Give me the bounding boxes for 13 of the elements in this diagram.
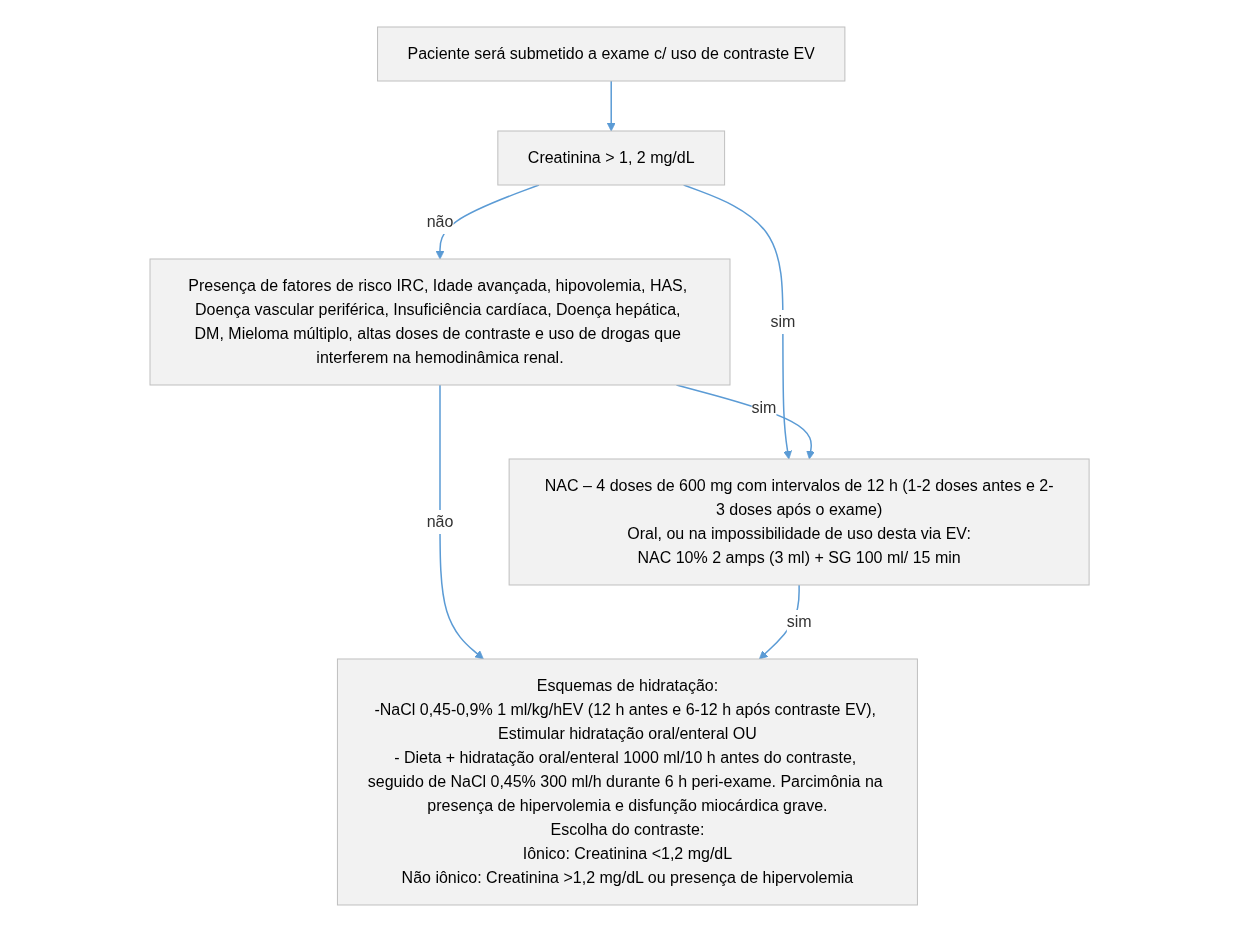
- node-box: Presença de fatores de risco IRC, Idade avançada, hipovolemia, HAS, Doença vascular periférica, Insuficiência cardíaca, Doença hepática, DM, Mieloma múltiplo, altas doses de contraste e uso de drogas que interferem na hemodinâmica renal.: [149, 258, 731, 386]
- arrow: [439, 384, 485, 660]
- edge-label: não: [427, 213, 454, 230]
- edge-label: sim: [752, 399, 777, 417]
- edge-label: sim: [787, 612, 812, 630]
- edge-label: não: [427, 512, 454, 530]
- edge-label: sim: [770, 312, 796, 330]
- node-box: Esquemas de hidratação: -NaCl 0,45-0,9% 1 ml/kg/hEV (12 h antes e 6-12 h após contraste EV), Estimular hidratação oral/enteral OU - Dieta + hidratação oral/enteral 1000 ml/10 h antes do contraste, seguido de NaCl 0,45% 300 ml/h durante 6 h peri-exame. Parcimônia na presença de hipervolemia e disfunção miocárdica grave. Escolha do contraste: Iônico: Creatinina <1,2 mg/dL Não iônico: Creatinina >1,2 mg/dL ou presença de hipervolemia: [337, 658, 919, 906]
- node-box: NAC – 4 doses de 600 mg com intervalos de 12 h (1-2 doses antes e 2-3 doses após o exame) Oral, ou na impossibilidade de uso desta via EV: NAC 10% 2 amps (3 ml) + SG 100 ml/ 15 min: [509, 458, 1091, 586]
- arrow: [607, 80, 617, 132]
- node-box: Creatinina > 1, 2 mg/dL: [497, 130, 726, 186]
- arrow: [676, 384, 816, 460]
- node-box: Paciente será submetido a exame c/ uso de contraste EV: [377, 26, 846, 82]
